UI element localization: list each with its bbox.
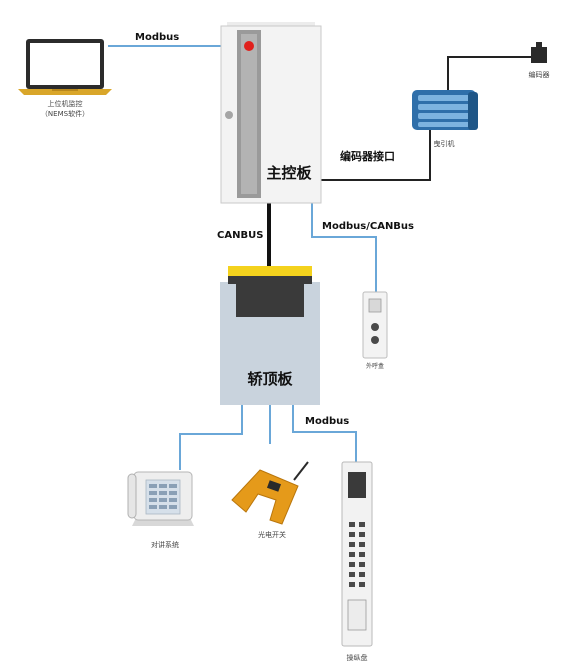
intercom-phone-icon: [127, 471, 194, 526]
laptop-label-line1: 上位机监控: [48, 99, 83, 108]
intercom-label: 对讲系统: [151, 540, 179, 549]
call-down-button-icon: [371, 336, 379, 344]
link-label-car-panel: Modbus: [305, 416, 349, 427]
wire-encoder-motor: [447, 56, 531, 92]
car-top-board: [220, 266, 320, 405]
operation-panel: [341, 461, 373, 647]
encoder-label: 编码器: [529, 70, 550, 79]
wire-encoder-interface: [318, 130, 431, 181]
operation-panel-label: 操纵盘: [347, 653, 368, 662]
indicator-red-icon: [244, 41, 254, 51]
wires: [108, 45, 531, 470]
link-label-laptop-main: Modbus: [135, 32, 179, 43]
encoder-interface-label: 编码器接口: [340, 149, 395, 163]
link-label-canbus: CANBUS: [217, 230, 263, 241]
lock-knob-icon: [225, 111, 233, 119]
photo-switch-icon: [231, 461, 309, 525]
main-control-cabinet: [220, 22, 322, 204]
call-box-label: 外呼盒: [366, 362, 384, 370]
traction-machine-label: 曳引机: [434, 139, 455, 148]
call-box-device: [362, 291, 388, 359]
main-board-label: 主控板: [266, 164, 312, 182]
call-up-button-icon: [371, 323, 379, 331]
link-label-modbus-canbus: Modbus/CANBus: [322, 221, 414, 232]
laptop-label-line2: （NEMS软件）: [41, 109, 89, 118]
photo-switch-label: 光电开关: [258, 530, 286, 539]
encoder-icon: [531, 42, 547, 63]
laptop-icon: [18, 39, 112, 95]
wire-modbus-canbus: [311, 203, 377, 292]
wire-car-panel: [292, 405, 357, 462]
wire-car-intercom: [179, 405, 243, 470]
car-top-board-label: 轿顶板: [247, 370, 293, 388]
traction-machine-icon: [412, 90, 478, 130]
